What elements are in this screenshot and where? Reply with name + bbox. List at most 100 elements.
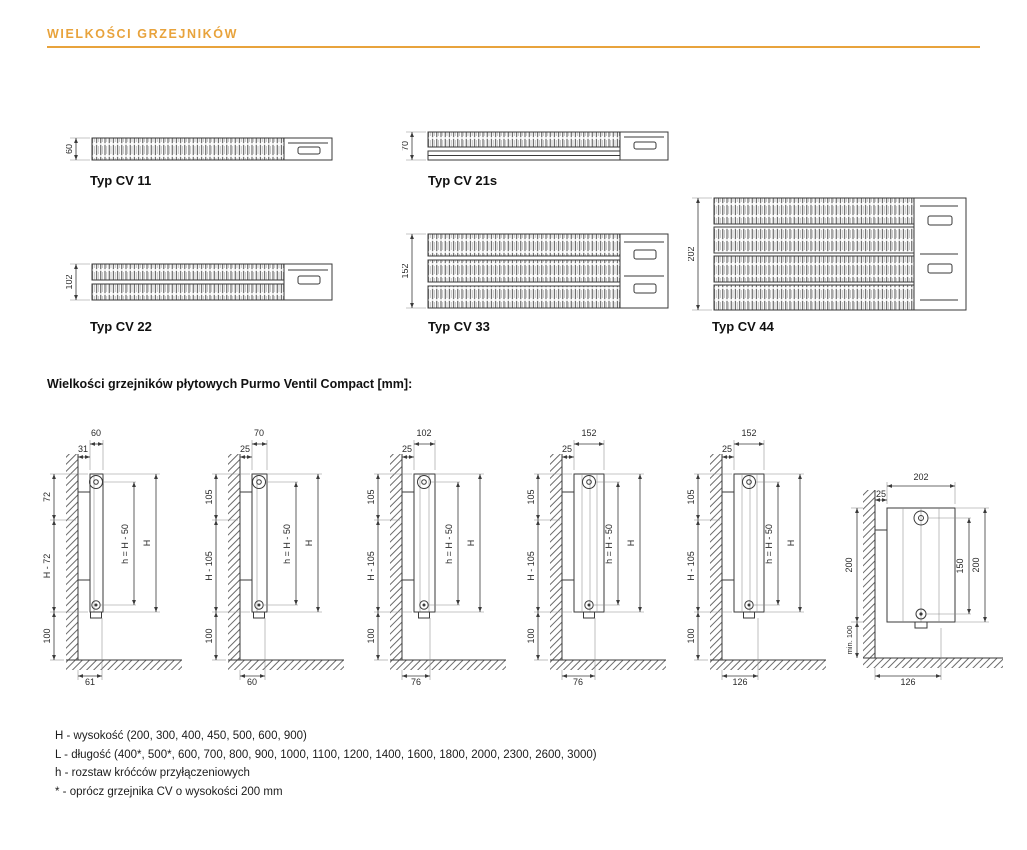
- legend-line-note: * - oprócz grzejnika CV o wysokości 200 …: [55, 785, 283, 798]
- floor-hatch: [863, 658, 1003, 668]
- side-view-diagram-5: 152 25 105 H - 105 100 h = H - 50 H 126: [686, 428, 826, 686]
- dim-gap: 25: [722, 444, 732, 454]
- cross-section-label: Typ CV 44: [712, 319, 774, 334]
- side-view-diagram-2: 70 25 105 H - 105 100 h = H - 50 H 60: [204, 428, 344, 686]
- dim-h: h = H - 50: [282, 524, 292, 564]
- valve-circle: [582, 475, 596, 489]
- wall-hatch: [66, 454, 78, 660]
- dim-depth: 152: [402, 263, 410, 278]
- dim-H: H: [786, 540, 796, 547]
- dim-foot: 76: [411, 677, 421, 686]
- radiator-panel: [251, 473, 268, 613]
- dim-depth: 202: [688, 246, 696, 261]
- dim-gap: 25: [240, 444, 250, 454]
- dim-seg-mid: H - 105: [204, 551, 214, 581]
- floor-hatch: [228, 660, 344, 670]
- cross-section-label: Typ CV 22: [90, 319, 152, 334]
- cross-section-cv11: 60: [66, 137, 333, 161]
- dim-seg-mid: H - 105: [366, 551, 376, 581]
- dim-min-clearance: min. 100: [845, 626, 854, 655]
- dim-H: H: [304, 540, 314, 547]
- dim-seg-mid: H - 72: [42, 554, 52, 579]
- dim-right-outer: 200: [971, 557, 981, 572]
- dim-seg-mid: H - 105: [686, 551, 696, 581]
- dim-seg-bottom: 100: [42, 628, 52, 643]
- dim-depth: 70: [402, 141, 410, 151]
- dim-depth: 152: [581, 428, 596, 438]
- dim-gap: 25: [562, 444, 572, 454]
- dim-foot: 60: [247, 677, 257, 686]
- valve-circle: [417, 475, 431, 489]
- cross-section-cv22: 102: [66, 263, 333, 301]
- valve-circle: [89, 475, 103, 489]
- connection-circle: [584, 600, 594, 610]
- side-view-diagram-1: 60 31 72 H - 72 100 h = H - 50 H 61: [42, 428, 182, 686]
- dim-right-inner: 150: [955, 558, 965, 573]
- connection-circle: [744, 600, 754, 610]
- wall-hatch: [863, 490, 875, 658]
- legend: H - wysokość (200, 300, 400, 450, 500, 6…: [55, 727, 597, 801]
- connection-circle: [419, 600, 429, 610]
- dim-gap: 25: [402, 444, 412, 454]
- dim-h: h = H - 50: [604, 524, 614, 564]
- corner-detail-diagram: 202 25 200 min. 100 150 200 126: [845, 472, 1003, 686]
- dim-seg-bottom: 100: [204, 628, 214, 643]
- radiator-panel: [413, 473, 436, 613]
- dim-seg-top: 105: [366, 489, 376, 504]
- dim-depth: 102: [66, 274, 74, 289]
- dim-H: H: [466, 540, 476, 547]
- dim-depth: 102: [416, 428, 431, 438]
- page-title: WIELKOŚCI GRZEJNIKÓW: [47, 27, 239, 41]
- floor-hatch: [66, 660, 182, 670]
- accent-rule: [47, 46, 980, 48]
- connection-circle: [91, 600, 101, 610]
- cross-section-cv44: 202: [688, 197, 967, 311]
- legend-line-length: L - długość (400*, 500*, 600, 700, 800, …: [55, 748, 597, 761]
- dim-seg-mid: H - 105: [526, 551, 536, 581]
- cross-section-cv33: 152: [402, 233, 669, 309]
- wall-hatch: [550, 454, 562, 660]
- connection-circle: [254, 600, 264, 610]
- dim-left-height: 200: [845, 557, 854, 572]
- dim-H: H: [626, 540, 636, 547]
- dim-seg-bottom: 100: [686, 628, 696, 643]
- dim-depth: 152: [741, 428, 756, 438]
- dim-foot: 76: [573, 677, 583, 686]
- wall-hatch: [228, 454, 240, 660]
- floor-hatch: [550, 660, 666, 670]
- dim-gap: 31: [78, 444, 88, 454]
- valve-circle: [252, 475, 266, 489]
- dim-seg-bottom: 100: [526, 628, 536, 643]
- dim-foot: 61: [85, 677, 95, 686]
- cross-section-cv21s: 70: [402, 131, 669, 161]
- dim-seg-bottom: 100: [366, 628, 376, 643]
- radiator-panel: [573, 473, 605, 613]
- cross-section-label: Typ CV 33: [428, 319, 490, 334]
- dim-foot: 126: [732, 677, 747, 686]
- valve-circle: [742, 475, 756, 489]
- cross-section-label: Typ CV 21s: [428, 173, 498, 188]
- dim-seg-top: 105: [686, 489, 696, 504]
- dim-depth: 60: [91, 428, 101, 438]
- cross-section-label: Typ CV 11: [90, 173, 152, 188]
- floor-hatch: [710, 660, 826, 670]
- dim-depth: 70: [254, 428, 264, 438]
- dim-foot: 126: [900, 677, 915, 686]
- wall-hatch: [710, 454, 722, 660]
- dim-H: H: [142, 540, 152, 547]
- legend-line-spacing: h - rozstaw króćców przyłączeniowych: [55, 767, 250, 779]
- dim-h: h = H - 50: [120, 524, 130, 564]
- legend-line-height: H - wysokość (200, 300, 400, 450, 500, 6…: [55, 730, 307, 742]
- dim-h: h = H - 50: [444, 524, 454, 564]
- radiator-panel: [89, 473, 104, 613]
- dim-seg-top: 72: [42, 492, 52, 502]
- floor-hatch: [390, 660, 506, 670]
- dim-h: h = H - 50: [764, 524, 774, 564]
- side-view-diagram-3: 102 25 105 H - 105 100 h = H - 50 H 76: [366, 428, 506, 686]
- dim-depth: 202: [913, 472, 928, 482]
- dim-seg-top: 105: [526, 489, 536, 504]
- dim-gap: 25: [876, 489, 886, 499]
- dim-seg-top: 105: [204, 489, 214, 504]
- wall-hatch: [390, 454, 402, 660]
